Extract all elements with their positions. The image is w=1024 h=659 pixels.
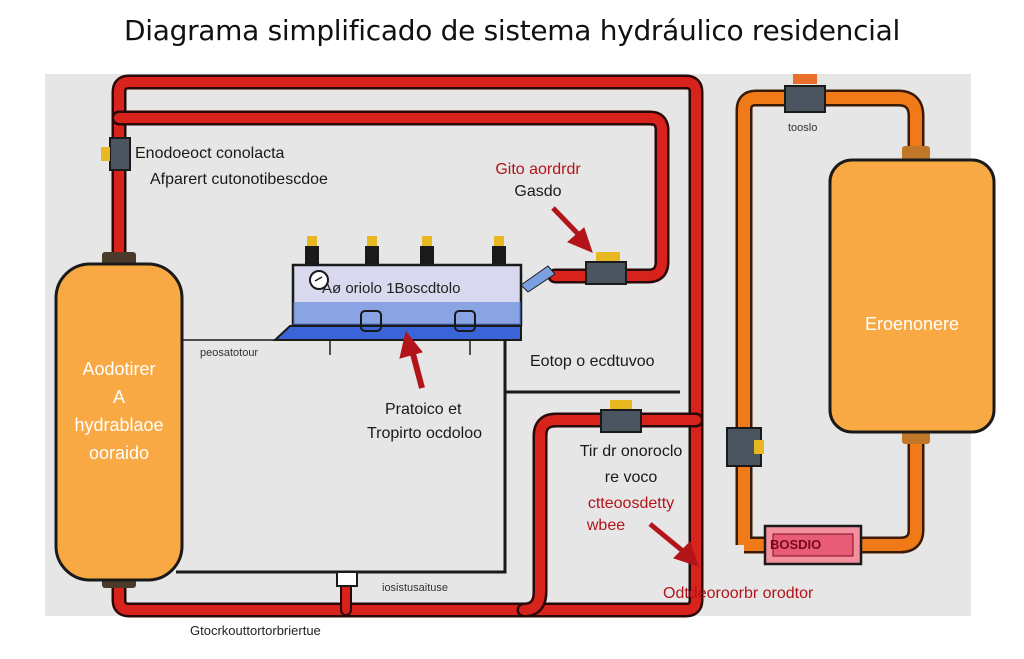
label-right-2-1: Tir dr onoroclo xyxy=(579,443,683,460)
valve-icon xyxy=(336,571,358,587)
pressure-gauge-icon xyxy=(309,270,329,290)
valve-icon xyxy=(784,74,826,113)
heating-circuit xyxy=(735,89,925,554)
pump-icon xyxy=(763,524,863,566)
label-bottom-right: Odtdeoroorbr orodtor xyxy=(663,585,814,602)
manifold-tap-tops xyxy=(307,236,504,246)
arrow-icon xyxy=(409,349,425,389)
pump-label: BOSDIO xyxy=(770,537,822,552)
label-right-2-2: re voco xyxy=(604,469,658,486)
label-top-left-1: Enodoeoct conolacta xyxy=(135,145,285,162)
cold-water-pipes xyxy=(176,339,680,574)
annotation-arrows xyxy=(399,206,699,567)
label-arrow-2: Gasdo xyxy=(514,183,562,200)
left-tank-label: Aodotirer A hydrablaoe ooraido xyxy=(56,355,182,467)
valves xyxy=(101,74,826,587)
left-tank-body xyxy=(54,262,184,582)
label-top-left-2: Afparert cutonotibescdoe xyxy=(150,171,328,188)
left-tank-line: Aodotirer xyxy=(82,359,156,379)
left-tank-line: hydrablaoe xyxy=(74,415,164,435)
label-red-1: ctteoosdetty xyxy=(587,495,675,512)
left-tank-line: A xyxy=(112,387,125,407)
label-left-pipe: peosatotour xyxy=(200,347,259,359)
right-tank-body xyxy=(828,158,996,434)
valve-icon xyxy=(600,400,642,433)
manifold-fixtures xyxy=(360,310,476,332)
left-tank-line: ooraido xyxy=(88,443,150,463)
arrow-icon xyxy=(648,522,686,554)
distribution-manifold xyxy=(272,236,556,341)
footer-caption: Gtocrkouttortorbriertue xyxy=(190,623,321,638)
label-manifold: Aø oriolo 1Boscdtolo xyxy=(322,280,461,297)
valve-icon xyxy=(101,137,131,171)
left-water-tank xyxy=(54,252,184,588)
manifold-base xyxy=(272,325,522,341)
dark-pipe-bottom xyxy=(176,340,507,574)
right-tank-label: Eroenonere xyxy=(864,314,960,334)
diagram-title: Diagrama simplificado de sistema hydrául… xyxy=(124,14,900,47)
label-red-2: wbee xyxy=(586,517,626,534)
right-water-tank xyxy=(828,146,996,444)
arrow-icon xyxy=(551,206,582,238)
label-center-2: Tropirto ocdoloo xyxy=(367,425,483,442)
manifold-taps xyxy=(305,246,506,266)
label-center-1: Pratoico et xyxy=(385,401,462,418)
valve-icon xyxy=(585,252,627,285)
label-arrow-1: Gito aordrdr xyxy=(495,161,581,178)
label-bottom-pipe: iosistusaituse xyxy=(382,582,449,594)
valve-icon xyxy=(726,427,764,467)
label-top-valve: tooslo xyxy=(788,122,818,134)
label-right-middle: Eotop o ecdtuvoo xyxy=(530,353,655,370)
